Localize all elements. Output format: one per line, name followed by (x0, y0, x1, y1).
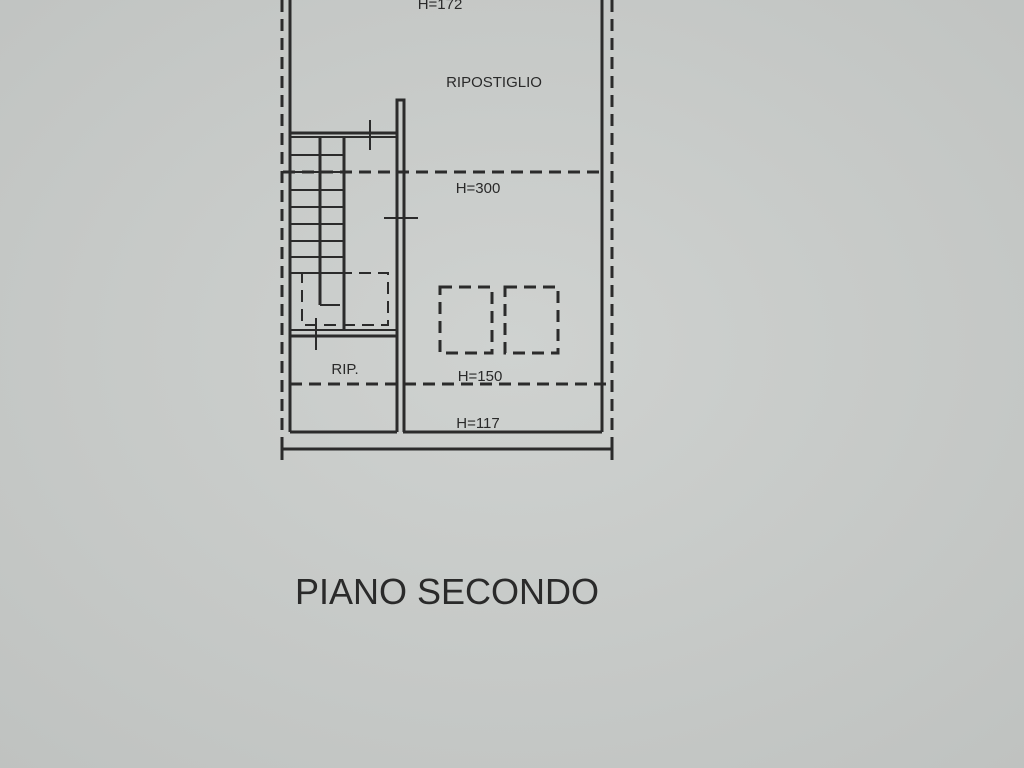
room-label-ripostiglio: RIPOSTIGLIO (446, 74, 542, 91)
skylight (503, 285, 560, 355)
walls (288, 0, 604, 434)
dimension-line (280, 440, 614, 460)
room-label-rip: RIP. (331, 361, 358, 378)
height-label: H=117 (456, 415, 500, 432)
height-label: H=150 (458, 368, 503, 385)
outer-dashed-boundary (280, 0, 614, 458)
height-lines (283, 170, 612, 386)
plan-title: PIANO SECONDO (295, 571, 599, 612)
height-label: H=300 (456, 180, 501, 197)
skylight (438, 285, 494, 355)
height-label: H=172 (418, 0, 463, 13)
staircase (290, 137, 389, 330)
